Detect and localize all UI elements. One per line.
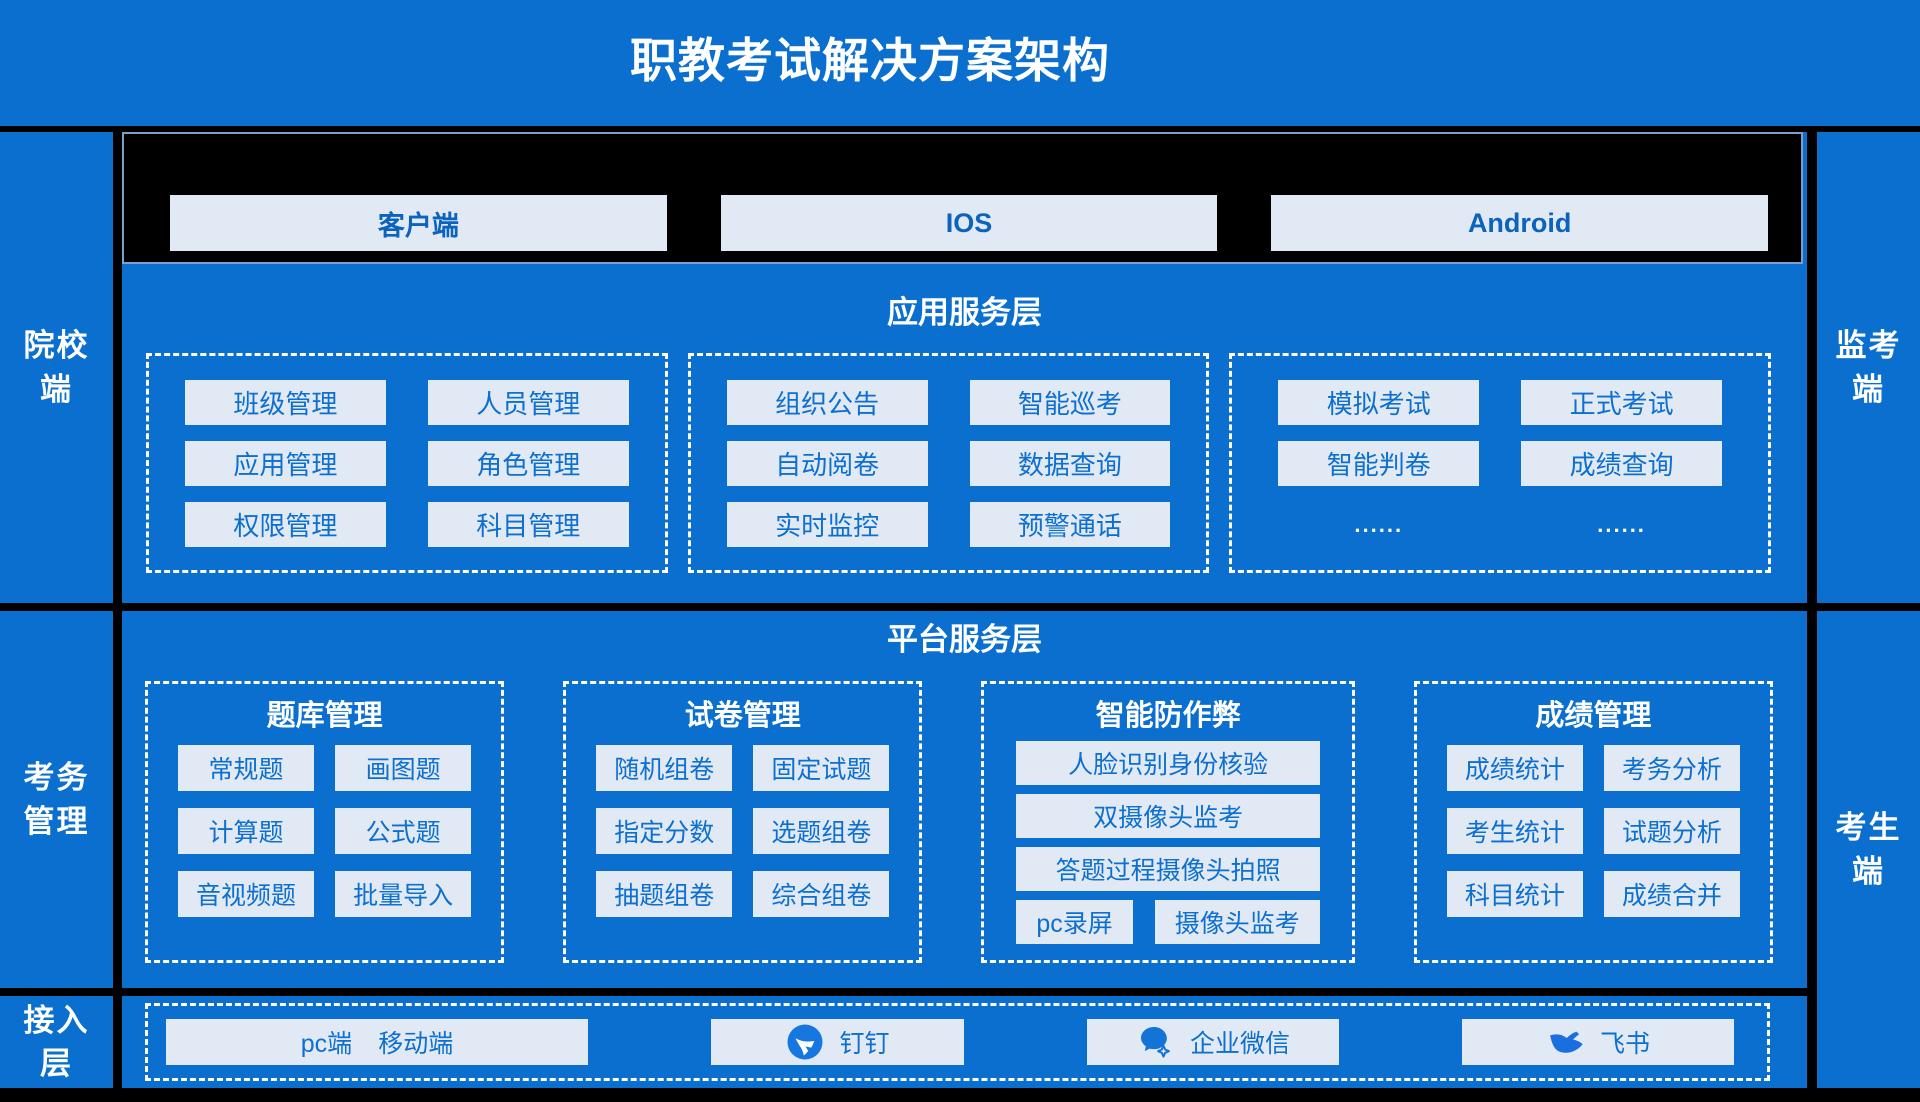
item-drawn-paper: 抽题组卷 (596, 871, 733, 917)
ellipsis-right: ...... (1597, 511, 1646, 537)
group-question-bank: 题库管理 常规题 画图题 计算题 公式题 音视频题 批量导入 (145, 681, 505, 963)
sidebar-label-exam-admin: 考务 管理 (23, 760, 90, 839)
anti-cheating-list: 人脸识别身份核验 双摄像头监考 答题过程摄像头拍照 pc录屏 摄像头监考 (984, 741, 1351, 944)
group-score-management: 成绩管理 成绩统计 考务分析 考生统计 试题分析 科目统计 成绩合并 (1413, 681, 1773, 963)
application-layer-heading: 应用服务层 (887, 295, 1042, 330)
access-pc-label: pc端 (300, 1030, 353, 1058)
item-score-statistics: 成绩统计 (1446, 745, 1583, 791)
access-layer-group: pc端 移动端 钉钉 企业微信 飞 (145, 1003, 1770, 1081)
item-permission-management: 权限管理 (185, 502, 386, 547)
item-warning-call: 预警通话 (969, 502, 1171, 547)
sidebar-label-examinee: 考生 端 (1835, 810, 1902, 889)
item-drawing-question: 画图题 (335, 745, 472, 791)
item-mock-exam: 模拟考试 (1278, 380, 1480, 425)
anti-cheating-last-row: pc录屏 摄像头监考 (1016, 900, 1320, 944)
item-av-question: 音视频题 (178, 871, 315, 917)
item-auto-grading: 自动阅卷 (726, 441, 928, 486)
access-dingtalk: 钉钉 (711, 1019, 964, 1065)
page-title: 职教考试解决方案架构 (630, 34, 1110, 87)
group-monitoring: 组织公告 智能巡考 自动阅卷 数据查询 实时监控 预警通话 (687, 353, 1210, 573)
sidebar-right-invigilator: 监考 端 (1817, 132, 1920, 603)
item-pc-screen-record: pc录屏 (1016, 900, 1133, 944)
item-org-announcement: 组织公告 (726, 380, 928, 425)
item-formal-exam: 正式考试 (1521, 380, 1723, 425)
title-bar: 职教考试解决方案架构 (0, 0, 1920, 126)
item-score-query: 成绩查询 (1521, 441, 1723, 486)
access-wecom-label: 企业微信 (1189, 1030, 1290, 1058)
group-score-management-title: 成绩管理 (1535, 700, 1652, 732)
item-question-analysis: 试题分析 (1603, 808, 1740, 854)
access-dingtalk-label: 钉钉 (839, 1030, 890, 1058)
platform-ios: IOS (720, 195, 1218, 251)
item-selected-paper: 选题组卷 (753, 808, 890, 854)
group-paper-management: 试卷管理 随机组卷 固定试题 指定分数 选题组卷 抽题组卷 综合组卷 (563, 681, 923, 963)
item-examinee-statistics: 考生统计 (1446, 808, 1583, 854)
item-dual-camera-proctor: 双摄像头监考 (1016, 794, 1320, 838)
dingtalk-icon (787, 1024, 823, 1060)
paper-management-grid: 随机组卷 固定试题 指定分数 选题组卷 抽题组卷 综合组卷 (566, 745, 919, 917)
platform-android: Android (1271, 195, 1769, 251)
sidebar-right-examinee: 考生 端 (1817, 611, 1920, 1088)
item-combined-paper: 综合组卷 (753, 871, 890, 917)
access-mobile-label: 移动端 (378, 1030, 454, 1058)
item-personnel-management: 人员管理 (427, 380, 629, 425)
platform-layer-groups: 题库管理 常规题 画图题 计算题 公式题 音视频题 批量导入 试卷管理 随机组卷… (122, 681, 1807, 963)
feishu-icon (1550, 1031, 1583, 1053)
item-camera-proctor: 摄像头监考 (1154, 900, 1320, 944)
platform-layer-panel: 平台服务层 题库管理 常规题 画图题 计算题 公式题 音视频题 批量导入 试卷管… (122, 611, 1807, 988)
item-smart-marking: 智能判卷 (1278, 441, 1480, 486)
item-random-paper: 随机组卷 (596, 745, 733, 791)
application-layer-panel: 客户端 IOS Android 应用服务层 班级管理 人员管理 应用管理 角色管… (122, 132, 1807, 603)
item-smart-patrol: 智能巡考 (969, 380, 1171, 425)
group-anti-cheating: 智能防作弊 人脸识别身份核验 双摄像头监考 答题过程摄像头拍照 pc录屏 摄像头… (981, 681, 1355, 963)
item-role-management: 角色管理 (427, 441, 629, 486)
sidebar-label-school: 院校 端 (23, 328, 90, 407)
item-assigned-score: 指定分数 (596, 808, 733, 854)
platform-layer-heading: 平台服务层 (887, 622, 1042, 657)
access-pc-mobile: pc端 移动端 (166, 1019, 588, 1065)
item-class-management: 班级管理 (185, 380, 386, 425)
item-app-management: 应用管理 (185, 441, 386, 486)
item-calculation-question: 计算题 (178, 808, 315, 854)
group-paper-management-title: 试卷管理 (684, 700, 801, 732)
item-score-merge: 成绩合并 (1603, 871, 1740, 917)
sidebar-left-school: 院校 端 (0, 132, 113, 603)
sidebar-label-invigilator: 监考 端 (1835, 328, 1902, 407)
item-fixed-questions: 固定试题 (753, 745, 890, 791)
group-question-bank-title: 题库管理 (266, 700, 383, 732)
score-management-grid: 成绩统计 考务分析 考生统计 试题分析 科目统计 成绩合并 (1417, 745, 1770, 917)
access-layer-panel: pc端 移动端 钉钉 企业微信 飞 (122, 996, 1807, 1088)
group-exam: 模拟考试 正式考试 智能判卷 成绩查询 ...... ...... (1229, 353, 1772, 573)
access-feishu-label: 飞书 (1599, 1030, 1650, 1058)
sidebar-label-access-layer: 接入 层 (23, 1002, 90, 1081)
item-batch-import: 批量导入 (335, 871, 472, 917)
item-camera-snapshot: 答题过程摄像头拍照 (1016, 847, 1320, 891)
item-subject-management: 科目管理 (427, 502, 629, 547)
sidebar-left-exam-admin: 考务 管理 (0, 611, 113, 988)
access-wecom: 企业微信 (1087, 1019, 1339, 1065)
wecom-icon (1140, 1027, 1170, 1058)
item-formula-question: 公式题 (335, 808, 472, 854)
ellipsis-left: ...... (1354, 511, 1404, 537)
item-data-query: 数据查询 (969, 441, 1171, 486)
application-layer-groups: 班级管理 人员管理 应用管理 角色管理 权限管理 科目管理 组织公告 智能巡考 … (122, 353, 1807, 573)
group-org-management: 班级管理 人员管理 应用管理 角色管理 权限管理 科目管理 (146, 353, 668, 573)
access-feishu: 飞书 (1462, 1019, 1734, 1065)
sidebar-left-access-layer: 接入 层 (0, 996, 113, 1088)
question-bank-grid: 常规题 画图题 计算题 公式题 音视频题 批量导入 (148, 745, 501, 917)
item-exam-analysis: 考务分析 (1603, 745, 1740, 791)
group-anti-cheating-title: 智能防作弊 (1095, 700, 1241, 732)
item-realtime-monitor: 实时监控 (726, 502, 928, 547)
item-subject-statistics: 科目统计 (1446, 871, 1583, 917)
platform-client: 客户端 (170, 195, 667, 251)
client-platform-bar: 客户端 IOS Android (122, 132, 1803, 264)
item-regular-question: 常规题 (178, 745, 315, 791)
item-face-verification: 人脸识别身份核验 (1016, 741, 1320, 785)
